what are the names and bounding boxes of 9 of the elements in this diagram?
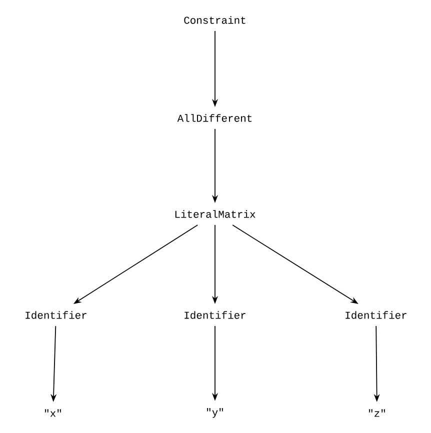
node-label: Identifier <box>346 311 406 319</box>
node-label: "z" <box>369 409 385 417</box>
node-label: AllDifferent <box>177 114 252 122</box>
node-label: LiteralMatrix <box>175 210 256 218</box>
node-label: "y" <box>207 408 223 418</box>
node-label: Identifier <box>184 311 246 319</box>
node-label: Identifier <box>26 311 86 319</box>
node-label: "x" <box>45 409 61 417</box>
node-label: Constraint <box>184 16 246 24</box>
